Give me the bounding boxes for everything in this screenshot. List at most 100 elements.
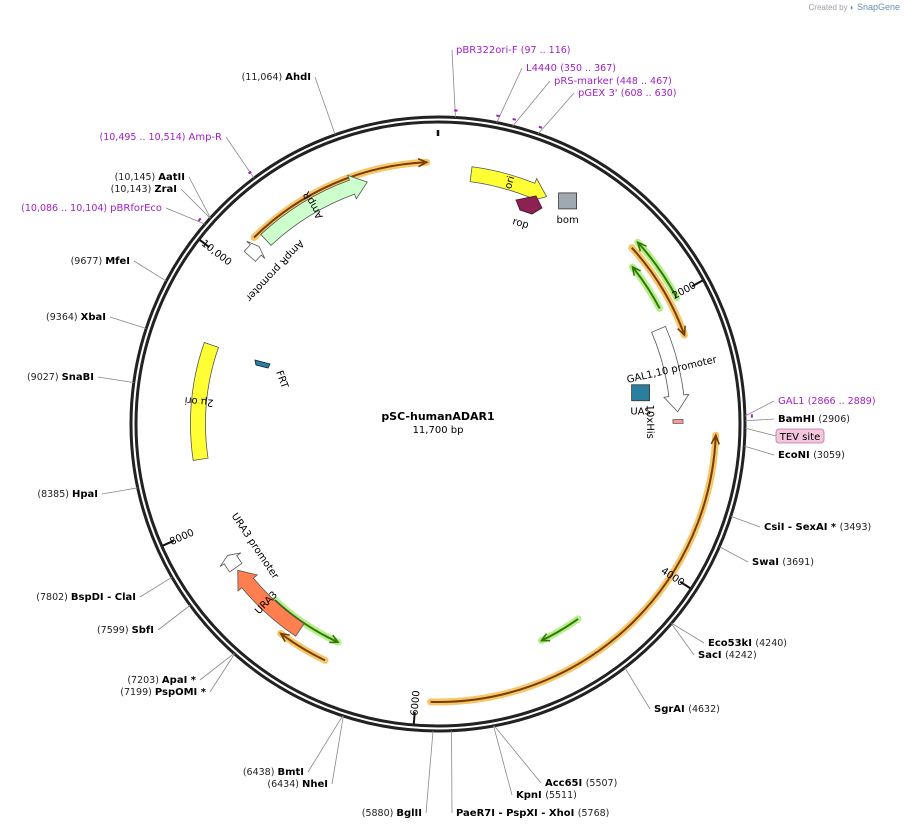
backbone-inner-circle <box>134 120 742 728</box>
feature-rop[interactable]: rop <box>511 195 543 231</box>
site-kpni[interactable]: KpnI (5511) <box>493 725 577 801</box>
tev-site-badge[interactable]: TEV site <box>744 427 825 444</box>
tev-site-label: TEV site <box>779 432 821 443</box>
site-label-acc65i: Acc65I (5507) <box>545 778 617 789</box>
site-ahdi[interactable]: (11,064) AhdI <box>242 72 336 135</box>
primer-label-pbr322ori-f: pBR322ori-F (97 .. 116) <box>456 45 571 56</box>
primer-leader-pbrforeco <box>165 207 206 225</box>
credit-brand: SnapGene <box>856 2 900 12</box>
site-label-eco53ki: Eco53kI (4240) <box>708 638 787 649</box>
feature-shape-ura3[interactable] <box>237 569 305 637</box>
site-bspdi-clai[interactable]: (7802) BspDI - ClaI <box>36 576 173 603</box>
backbone-outer-circle <box>129 115 747 733</box>
site-zrai[interactable]: (10,143) ZraI <box>111 184 211 219</box>
feature-label-rop: rop <box>511 216 530 231</box>
feature-shape-rop[interactable] <box>515 195 543 215</box>
site-label-bamhi: BamHI (2906) <box>778 414 850 425</box>
site-hpai[interactable]: (8385) HpaI <box>37 487 138 500</box>
green-arc-2 <box>537 615 582 645</box>
feature-ampr[interactable]: AmpR <box>260 174 368 246</box>
primer-prs-marker[interactable]: pRS-marker (448 .. 467) <box>512 76 672 127</box>
site-leader-bglii <box>425 730 434 814</box>
feature-shape-2micron-ori[interactable] <box>190 341 219 461</box>
feature-ura3-promoter[interactable]: URA3 promoter <box>219 511 281 582</box>
feature-frt[interactable]: FRT <box>254 359 290 391</box>
site-label-hpai: (8385) HpaI <box>37 489 98 500</box>
site-leader-sbfi <box>157 604 191 631</box>
green-arc-3-line <box>274 599 339 644</box>
feature-ampr-promoter[interactable]: AmpR promoter <box>243 238 306 304</box>
site-econi[interactable]: EcoNI (3059) <box>744 445 845 461</box>
site-leader-sgrai <box>624 667 651 710</box>
orf-arc-3-arrowhead <box>417 158 429 168</box>
feature-shape-frt[interactable] <box>254 359 271 369</box>
tick-6000 <box>412 711 416 725</box>
feature-2micron-ori[interactable]: 2μ ori <box>184 341 219 461</box>
feature-label-frt: FRT <box>273 369 290 391</box>
feature-10xhis[interactable]: 10xHis <box>644 405 684 439</box>
site-mfei[interactable]: (9677) MfeI <box>71 256 167 282</box>
site-sgrai[interactable]: SgrAI (4632) <box>624 667 720 715</box>
green-arc-0-line <box>636 241 678 299</box>
feature-bom[interactable] <box>558 192 577 210</box>
site-swai[interactable]: SwaI (3691) <box>719 546 814 568</box>
feature-label-ori: ori <box>503 175 517 191</box>
site-leader-xbai <box>109 316 147 329</box>
site-aatii[interactable]: (10,145) AatII <box>115 172 211 219</box>
site-bmti[interactable]: (6438) BmtI <box>243 715 344 778</box>
feature-shape-gal1-10-promoter[interactable] <box>651 325 690 413</box>
site-paer7i-pspxi-xhoi[interactable]: PaeR7I - PspXI - XhoI (5768) <box>451 730 610 819</box>
tev-site-box <box>775 428 825 444</box>
primer-l4440[interactable]: L4440 (350 .. 367) <box>496 63 616 123</box>
primer-amp-r[interactable]: (10,495 .. 10,514) Amp-R <box>100 132 255 179</box>
backbone <box>129 115 747 733</box>
orf-arc-1-arrowhead <box>710 433 721 445</box>
site-leader-nhei <box>331 715 344 785</box>
site-sbfi[interactable]: (7599) SbfI <box>97 604 191 636</box>
feature-shape-ampr-promoter[interactable] <box>243 240 266 262</box>
primer-pbr322ori-f[interactable]: pBR322ori-F (97 .. 116) <box>451 45 571 118</box>
site-label-sgrai: SgrAI (4632) <box>654 704 720 715</box>
snapgene-icon: ◐ <box>849 3 855 12</box>
feature-shape-ura3-promoter[interactable] <box>219 552 243 573</box>
tick-4000 <box>679 580 691 590</box>
tick-label-8000: 8000 <box>168 527 196 547</box>
site-bamhi[interactable]: BamHI (2906) <box>744 414 850 425</box>
site-saci[interactable]: SacI (4242) <box>671 623 757 661</box>
feature-shape-10xhis[interactable] <box>672 418 684 424</box>
site-csii-sexai[interactable]: CsiI - SexAI * (3493) <box>730 515 871 533</box>
site-label-econi: EcoNI (3059) <box>778 450 845 461</box>
feature-uas[interactable] <box>631 384 651 402</box>
feature-label-bom: bom <box>556 215 578 226</box>
site-leader-econi <box>744 445 775 456</box>
orf-arc-0-line <box>631 246 686 336</box>
site-xbai[interactable]: (9364) XbaI <box>46 312 147 329</box>
site-label-kpni: KpnI (5511) <box>516 790 577 801</box>
green-arc-3 <box>271 596 342 646</box>
primer-pgex-3[interactable]: pGEX 3' (608 .. 630) <box>537 88 677 135</box>
primer-leader-prs-marker <box>512 80 551 127</box>
green-arc-3-arrowhead <box>329 634 340 644</box>
tick-10000 <box>199 239 210 249</box>
green-arc-2-line <box>541 618 579 642</box>
site-acc65i[interactable]: Acc65I (5507) <box>493 725 617 789</box>
site-nhei[interactable]: (6434) NheI <box>267 715 344 790</box>
site-snabi[interactable]: (9027) SnaBI <box>27 372 134 383</box>
site-layer: BamHI (2906) EcoNI (3059) CsiI - SexAI * (… <box>21 45 875 819</box>
site-label-nhei: (6434) NheI <box>267 779 328 790</box>
primer-gal1[interactable]: GAL1 (2866 .. 2889) <box>744 396 876 418</box>
orf-arc-0 <box>628 244 688 339</box>
site-apai[interactable]: (7203) ApaI * <box>127 653 235 686</box>
feature-shape-ampr[interactable] <box>260 174 368 246</box>
site-bglii[interactable]: (5880) BglII <box>362 730 434 819</box>
tick-label-2000: 2000 <box>671 280 699 302</box>
tick-8000 <box>162 539 175 547</box>
feature-ura3[interactable]: URA3 <box>237 569 305 637</box>
orf-arc-3 <box>250 158 431 241</box>
site-leader-bmti <box>307 715 344 773</box>
primer-label-gal1: GAL1 (2866 .. 2889) <box>778 396 876 407</box>
site-eco53ki[interactable]: Eco53kI (4240) <box>671 622 787 649</box>
primer-pbrforeco[interactable]: (10,086 .. 10,104) pBRforEco <box>21 203 206 225</box>
site-pspomi[interactable]: (7199) PspOMI * <box>120 653 235 698</box>
